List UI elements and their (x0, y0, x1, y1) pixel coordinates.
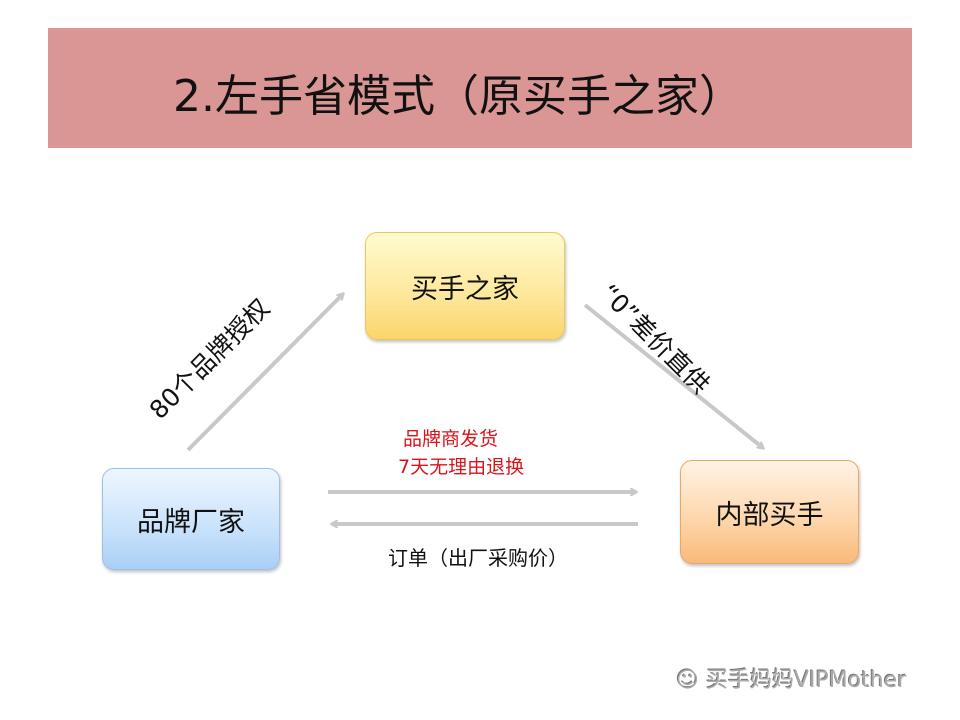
wechat-icon: ☺ (676, 668, 706, 693)
title-bar: 2.左手省模式（原买手之家） (48, 28, 912, 148)
label-order: 订单（出厂采购价） (388, 546, 568, 570)
node-buyer-home: 买手之家 (365, 232, 565, 340)
node-brand-factory: 品牌厂家 (102, 468, 280, 570)
watermark: ☺ 买手妈妈VIPMother (676, 662, 906, 694)
label-return-policy: 7天无理由退换 (398, 456, 525, 478)
arrow-left-to-top (186, 294, 343, 452)
watermark-text: 买手妈妈VIPMother (705, 668, 907, 693)
label-brand-ships: 品牌商发货 (403, 428, 499, 450)
node-internal-buyer: 内部买手 (680, 460, 859, 564)
arrow-top-to-right (583, 303, 763, 448)
slide-title: 2.左手省模式（原买手之家） (173, 71, 743, 122)
